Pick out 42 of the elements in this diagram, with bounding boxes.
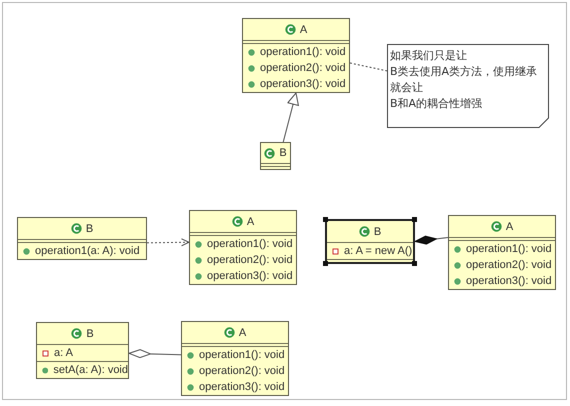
note-text: 如果我们只是让 [390, 48, 468, 64]
class-name: B [279, 147, 287, 159]
generalization-arrow [282, 92, 299, 142]
note-text: 就会让 [390, 80, 424, 96]
method-text: operation1(): void [466, 243, 552, 255]
method-text: operation3(): void [207, 270, 293, 282]
field-text: a: A [54, 347, 73, 359]
method-text: operation2(): void [466, 259, 552, 271]
class-name: B [374, 226, 382, 238]
class-name: B [86, 222, 94, 234]
field-text: a: A = new A() [344, 245, 412, 257]
note-box [387, 44, 549, 128]
class-name: A [246, 216, 254, 228]
class-box [448, 215, 556, 290]
method-text: operation1(): void [260, 46, 346, 58]
class-box [260, 142, 291, 170]
class-box [242, 18, 350, 93]
method-text: operation3(): void [466, 275, 552, 287]
class-box [36, 322, 129, 379]
method-text: operation3(): void [199, 381, 285, 393]
class-name: A [238, 326, 246, 338]
note-text: B和A的耦合性增强 [390, 96, 484, 112]
method-text: operation3(): void [260, 78, 346, 90]
method-text: operation1(a: A): void [35, 245, 140, 257]
class-box [181, 321, 289, 396]
method-text: operation2(): void [199, 365, 285, 377]
method-text: operation2(): void [207, 254, 293, 266]
class-box [325, 219, 415, 264]
method-text: setA(a: A): void [53, 364, 128, 376]
method-text: operation1(): void [199, 349, 285, 361]
note-text: B类去使用A类方法，使用继承 [390, 64, 538, 80]
class-name: A [300, 24, 308, 36]
class-name: B [86, 328, 94, 340]
composition-connector [414, 236, 448, 245]
dependency-arrow [146, 238, 190, 246]
class-box [17, 217, 147, 260]
method-text: operation2(): void [260, 62, 346, 74]
aggregation-connector [128, 349, 182, 358]
note-connector [350, 62, 388, 72]
method-text: operation1(): void [207, 238, 293, 250]
class-name: A [506, 220, 514, 232]
class-box [189, 210, 297, 285]
